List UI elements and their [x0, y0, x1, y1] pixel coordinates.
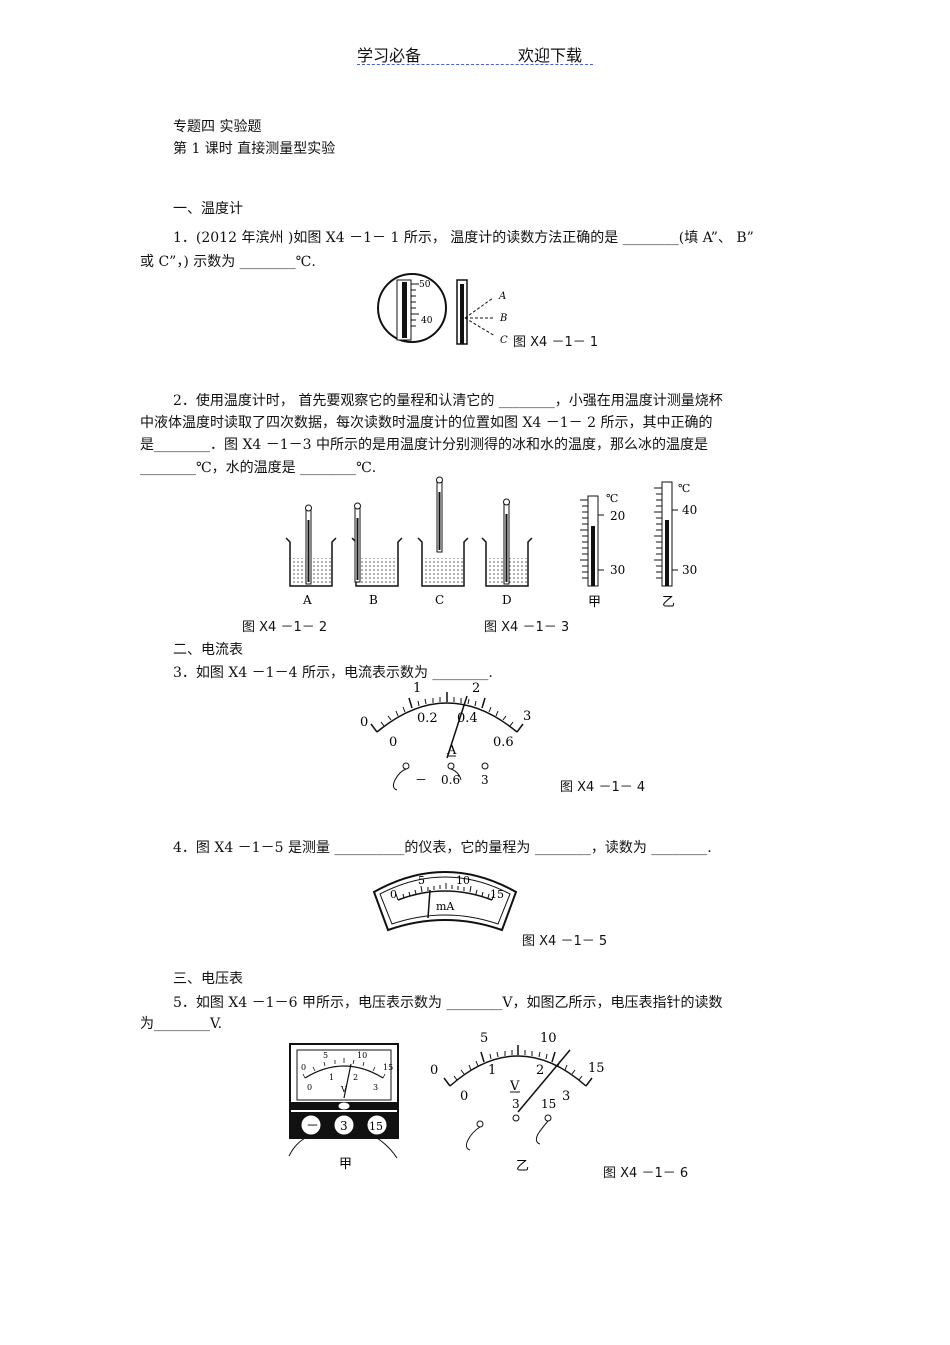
jia-lower-2: 2 — [353, 1073, 358, 1082]
ammeter-upper-3: 3 — [523, 709, 531, 724]
q1-tick-40: 40 — [421, 316, 433, 326]
ammeter-terminal-3: 3 — [481, 773, 489, 787]
q5-line1: 5．如图 X4 －1－6 甲所示，电压表示数为 ________V，如图乙所示，… — [173, 995, 723, 1011]
q2-line2: 中液体温度时读取了四次数据，每次读数时温度计的位置如图 X4 －1－ 2 所示，… — [140, 415, 713, 431]
caption-x4-1-3: 图 X4 －1－ 3 — [484, 620, 570, 635]
figure-x4-1-4: 0 1 2 3 0 0.2 0.4 0.6 A － 0.6 3 — [360, 681, 531, 791]
q1-line2: 或 C”，) 示数为 ________℃. — [140, 254, 316, 270]
jia-lower-1: 1 — [329, 1073, 334, 1082]
ma-scale-15: 15 — [490, 888, 504, 901]
jia-terminal-15: 15 — [369, 1120, 383, 1133]
thermo-jia-name: 甲 — [588, 595, 601, 610]
caption-x4-1-1: 图 X4 －1－ 1 — [513, 335, 599, 350]
thermo-yi-name: 乙 — [662, 595, 675, 610]
beaker-label-b: B — [369, 593, 378, 607]
ammeter-lower-02: 0.2 — [417, 711, 438, 726]
caption-x4-1-5: 图 X4 －1－ 5 — [522, 934, 608, 949]
lesson-title: 第 1 课时 直接测量型实验 — [173, 141, 336, 157]
yi-lower-0: 0 — [460, 1089, 468, 1104]
caption-x4-1-6: 图 X4 －1－ 6 — [603, 1166, 689, 1181]
jia-lower-3: 3 — [373, 1083, 378, 1092]
yi-upper-10: 10 — [540, 1031, 557, 1046]
ma-scale-5: 5 — [418, 874, 425, 887]
ammeter-unit: A — [446, 743, 457, 758]
beaker-label-c: C — [435, 593, 444, 607]
thermo-jia-bottom: 30 — [610, 563, 625, 577]
figure-x4-1-6-yi: 0 5 10 15 0 1 2 3 V 3 15 乙 — [430, 1031, 605, 1174]
ammeter-lower-04: 0.4 — [457, 711, 478, 726]
thermo-yi-bottom: 30 — [682, 563, 697, 577]
caption-x4-1-4: 图 X4 －1－ 4 — [560, 780, 646, 795]
jia-unit: V — [340, 1085, 347, 1094]
yi-upper-5: 5 — [480, 1031, 488, 1046]
q2-line4: ________℃，水的温度是 ________℃. — [140, 460, 377, 476]
header-right: 欢迎下载 — [518, 46, 583, 65]
section-heading-voltmeter: 三、电压表 — [173, 971, 243, 987]
yi-unit: V — [509, 1079, 520, 1094]
figure-x4-1-2: A B C D — [285, 476, 533, 607]
jia-terminal-neg: － — [306, 1119, 319, 1134]
yi-upper-0: 0 — [430, 1063, 438, 1078]
figure-x4-1-6-jia: 0 5 10 15 0 1 2 3 V － 3 15 甲 — [288, 1043, 399, 1172]
jia-upper-10: 10 — [357, 1051, 367, 1060]
figure-x4-1-5: 0 5 10 15 mA — [372, 871, 518, 932]
q2-line3: 是________．图 X4 －1－3 中所示的是用温度计分别测得的冰和水的温度… — [140, 437, 709, 453]
ammeter-upper-0: 0 — [360, 715, 368, 730]
q1-view-b: B — [499, 313, 507, 324]
yi-lower-2: 2 — [536, 1063, 544, 1078]
ammeter-terminal-neg: － — [415, 773, 427, 787]
jia-terminal-3: 3 — [340, 1119, 348, 1133]
jia-upper-0: 0 — [301, 1063, 306, 1072]
ammeter-upper-2: 2 — [472, 681, 480, 696]
jia-name: 甲 — [339, 1157, 352, 1172]
beaker-label-d: D — [502, 593, 512, 607]
yi-lower-3: 3 — [562, 1089, 570, 1104]
yi-lower-1: 1 — [488, 1063, 496, 1078]
ma-scale-0: 0 — [390, 888, 397, 901]
section-heading-ammeter: 二、电流表 — [173, 642, 243, 658]
thermo-jia-unit: ℃ — [606, 492, 618, 505]
yi-upper-15: 15 — [588, 1061, 605, 1076]
jia-lower-0: 0 — [307, 1083, 312, 1092]
q1-line1: 1．(2012 年滨州 )如图 X4 －1－ 1 所示， 温度计的读数方法正确的… — [173, 230, 754, 246]
thermo-yi-unit: ℃ — [678, 482, 690, 495]
ammeter-lower-06: 0.6 — [493, 735, 514, 750]
header-left: 学习必备 — [357, 46, 422, 65]
ammeter-upper-1: 1 — [413, 681, 421, 696]
figure-x4-1-3: ℃ 20 30 甲 ℃ 40 30 乙 — [580, 481, 697, 610]
ammeter-terminal-06: 0.6 — [441, 773, 460, 787]
caption-x4-1-2: 图 X4 －1－ 2 — [242, 620, 328, 635]
jia-upper-5: 5 — [323, 1051, 328, 1060]
header-divider — [357, 64, 593, 65]
q4-line1: 4．图 X4 －1－5 是测量 __________的仪表，它的量程为 ____… — [173, 840, 712, 856]
q2-line1: 2．使用温度计时， 首先要观察它的量程和认清它的 ________，小强在用温度… — [173, 393, 723, 409]
topic-title: 专题四 实验题 — [173, 119, 262, 135]
q3-line1: 3．如图 X4 －1－4 所示，电流表示数为 ________. — [173, 665, 493, 681]
thermo-yi-top: 40 — [682, 503, 697, 517]
jia-upper-15: 15 — [383, 1063, 393, 1072]
yi-terminal-15: 15 — [541, 1097, 556, 1111]
ma-scale-10: 10 — [456, 874, 470, 887]
thermo-jia-top: 20 — [610, 509, 625, 523]
q1-view-c: C — [500, 335, 508, 346]
q1-tick-50: 50 — [419, 280, 431, 290]
q5-line2: 为________V. — [140, 1016, 223, 1032]
figure-x4-1-1: 50 40 A B C — [377, 273, 508, 346]
yi-name: 乙 — [516, 1159, 529, 1174]
q1-view-a: A — [498, 291, 506, 302]
beaker-label-a: A — [302, 593, 312, 607]
ma-unit: mA — [436, 900, 455, 913]
ammeter-lower-0: 0 — [389, 735, 397, 750]
section-heading-thermometer: 一、温度计 — [173, 201, 243, 217]
yi-unit-3: 3 — [512, 1097, 520, 1111]
